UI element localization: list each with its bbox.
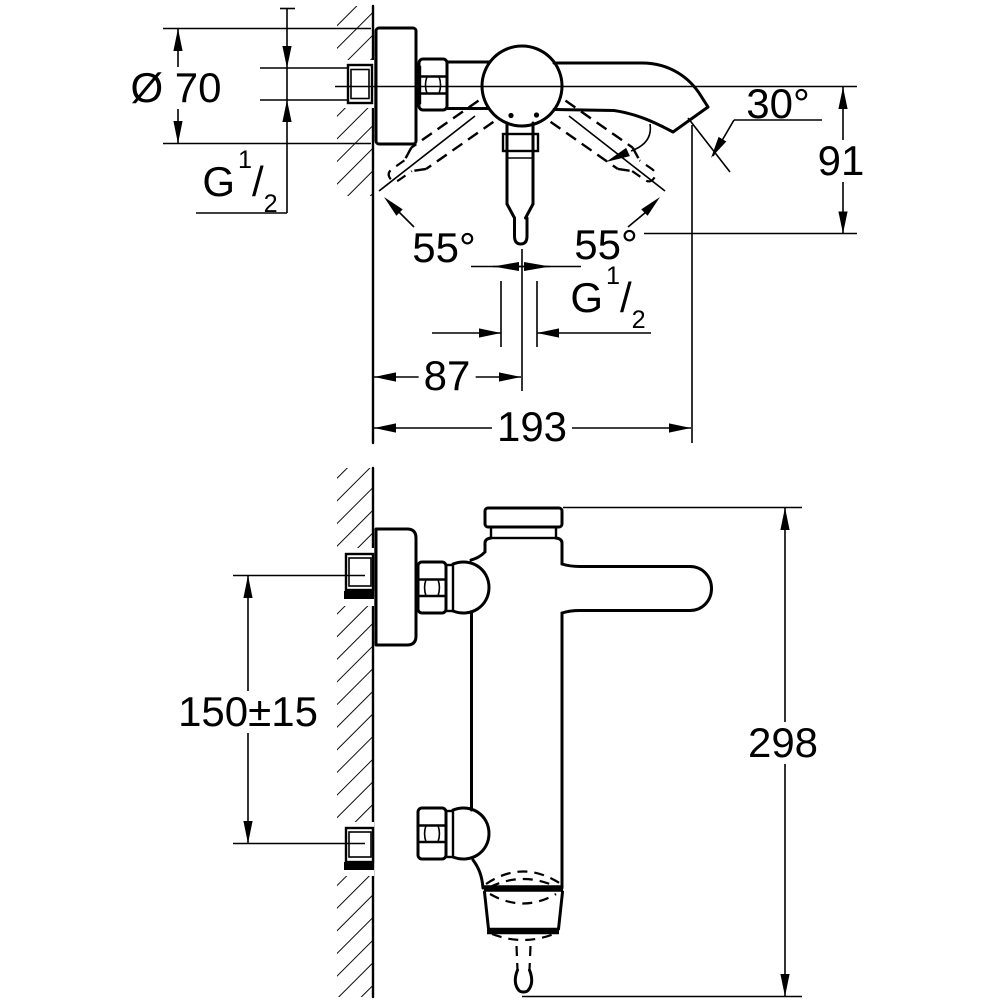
thread-denominator: 2 [263,190,278,219]
lever-front [501,121,540,246]
lever-swing-left-ghost [387,99,495,183]
front-view [336,4,710,445]
thread-numerator: 1 [605,262,620,291]
wall-hatch-bottom [337,468,373,997]
top-cap [483,506,564,529]
dim-swing-angle-right-label: 55° [574,221,638,268]
dim-overall-height-298-label: 298 [742,722,824,764]
lever-side [560,562,713,615]
flow-arrow-arc [630,123,652,152]
dim-height-91-label: 91 [812,140,870,182]
escutcheon-side [374,527,418,647]
dim-87-label: 87 [418,355,476,397]
dim-diameter-label: Ø 70 [125,67,227,109]
spout [552,61,710,134]
dim-projection-193-label: 193 [491,406,573,448]
dim-connection-spacing-label: 150±15 [173,691,323,733]
dim-swing-angle-left-label: 55° [412,224,476,271]
lower-union [416,806,491,861]
outlet [483,870,564,994]
thread-slash: / [252,158,264,206]
front-view-dimensions [163,7,857,443]
thread-slash: / [620,274,632,322]
side-view [336,466,713,999]
dim-spout-angle-label: 30° [746,80,810,127]
union-nut [417,57,449,112]
thread-denominator: 2 [631,306,646,335]
thread-base: G [202,158,235,206]
upper-union [416,560,491,615]
inlet-fitting [346,63,374,105]
thread-numerator: 1 [237,146,252,175]
thread-base: G [570,274,603,322]
side-view-dimensions [233,506,802,998]
body-column [469,506,713,890]
outlet-nipple [513,968,534,994]
